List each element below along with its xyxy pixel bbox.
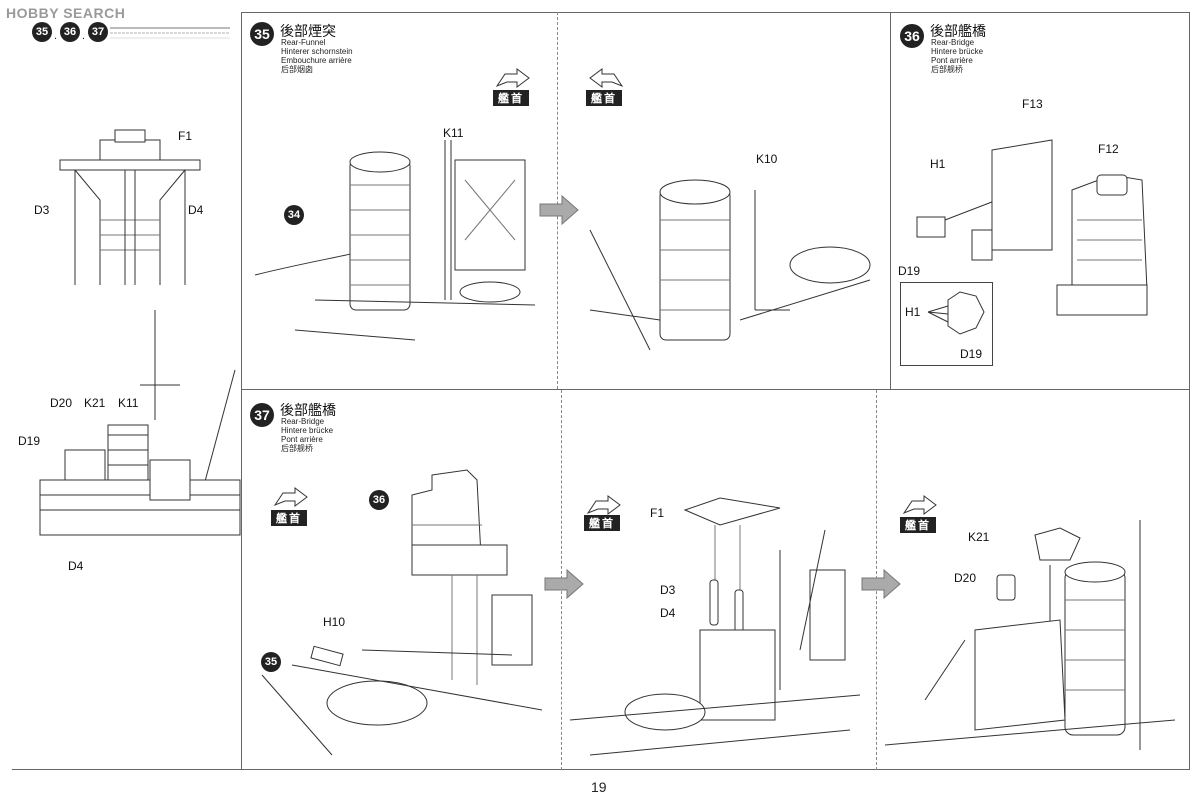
divider-horizontal xyxy=(241,389,1190,390)
bow-label-37b: 艦首 xyxy=(584,515,620,531)
divider-left xyxy=(241,12,242,770)
label-d4-overview: D4 xyxy=(188,203,204,217)
label-f13: F13 xyxy=(1022,97,1043,111)
step-35-en: Rear-Funnel xyxy=(281,38,326,47)
label-h10: H10 xyxy=(323,615,346,629)
header-step-37: 37 xyxy=(88,22,108,42)
label-k11-step35: K11 xyxy=(443,126,464,140)
step-36-title: 後部艦橋 xyxy=(930,24,986,40)
step-35-title: 後部煙突 xyxy=(280,24,336,40)
step-37-fr: Pont arrière xyxy=(281,435,323,444)
bow-arrow-icon xyxy=(902,495,937,515)
bow-label-37a: 艦首 xyxy=(271,510,307,526)
step-37-title: 後部艦橋 xyxy=(280,403,336,419)
ref-step-34-badge: 34 xyxy=(284,205,304,225)
label-d19: D19 xyxy=(898,264,921,278)
label-d19-detail: D19 xyxy=(960,347,983,361)
step-35-drawing xyxy=(254,140,536,341)
bow-arrow-icon xyxy=(589,68,624,88)
step-37-zh: 后部舰桥 xyxy=(281,444,313,453)
step-36-de: Hintere brücke xyxy=(931,47,984,56)
flow-arrow-icon xyxy=(544,568,584,600)
label-d20-step37: D20 xyxy=(954,571,977,585)
step-35-zh: 后部烟囱 xyxy=(281,65,313,74)
label-f1-overview: F1 xyxy=(178,129,193,143)
label-k21-step37: K21 xyxy=(968,530,990,544)
label-f1-step37: F1 xyxy=(650,506,665,520)
label-d3-step37: D3 xyxy=(660,583,676,597)
bow-label-37c: 艦首 xyxy=(900,517,936,533)
step-37-de: Hintere brücke xyxy=(281,426,334,435)
page-number: 19 xyxy=(591,779,607,795)
label-d4-overview-bottom: D4 xyxy=(68,559,84,573)
detail-part-drawing xyxy=(927,291,985,335)
divider-36 xyxy=(890,12,891,389)
watermark-logo: HOBBY SEARCH xyxy=(6,5,126,21)
label-d4-step37: D4 xyxy=(660,606,676,620)
detail-inset-box xyxy=(900,282,993,366)
header-rule-lines xyxy=(110,27,230,39)
step-37b-drawing xyxy=(569,497,861,756)
label-d20-overview: D20 xyxy=(50,396,73,410)
flow-arrow-icon xyxy=(539,194,579,226)
overview-side-view-drawing xyxy=(39,310,241,536)
label-f12: F12 xyxy=(1098,142,1119,156)
label-h1: H1 xyxy=(930,157,946,171)
divider-35-dashed xyxy=(557,12,558,389)
step-35-badge: 35 xyxy=(250,22,274,46)
step-37-en: Rear-Bridge xyxy=(281,417,325,426)
step-35b-drawing xyxy=(589,179,871,351)
label-k11-overview: K11 xyxy=(118,396,139,410)
label-k21-overview: K21 xyxy=(84,396,106,410)
flow-arrow-icon xyxy=(861,568,901,600)
bow-label-35b: 艦首 xyxy=(586,90,622,106)
step-36-en: Rear-Bridge xyxy=(931,38,975,47)
bow-label-35a: 艦首 xyxy=(493,90,529,106)
step-36-drawing xyxy=(916,139,1148,316)
ref-step-35-badge: 35 xyxy=(261,652,281,672)
divider-bottom xyxy=(12,769,1190,770)
step-35-de: Hinterer schornstein xyxy=(281,47,353,56)
header-dot: . xyxy=(82,30,86,42)
header-dot: . xyxy=(54,30,58,42)
step-37-drawing xyxy=(261,469,543,756)
step-36-zh: 后部舰桥 xyxy=(931,65,963,74)
ref-step-36-badge: 36 xyxy=(369,490,389,510)
divider-top xyxy=(241,12,1190,13)
header-step-36: 36 xyxy=(60,22,80,42)
divider-right-edge xyxy=(1189,12,1190,770)
label-d19-overview: D19 xyxy=(18,434,41,448)
label-d3-overview: D3 xyxy=(34,203,50,217)
header-step-35: 35 xyxy=(32,22,52,42)
label-k10: K10 xyxy=(756,152,778,166)
overview-front-view-drawing xyxy=(59,129,201,285)
step-37c-drawing xyxy=(884,520,1176,750)
label-h1-detail: H1 xyxy=(905,305,921,319)
step-36-badge: 36 xyxy=(900,24,924,48)
step-36-fr: Pont arrière xyxy=(931,56,973,65)
bow-arrow-icon xyxy=(495,68,530,88)
step-35-fr: Embouchure arrière xyxy=(281,56,352,65)
bow-arrow-icon xyxy=(586,495,621,515)
step-37-badge: 37 xyxy=(250,403,274,427)
bow-arrow-icon xyxy=(273,487,308,507)
